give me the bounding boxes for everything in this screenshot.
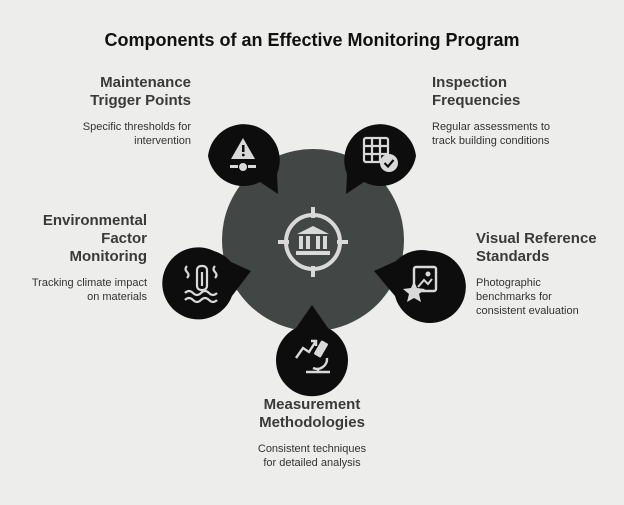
- calendar-check-icon: [362, 136, 398, 172]
- component-heading: Inspection Frequencies: [432, 74, 521, 109]
- component-heading: Environmental Factor Monitoring: [42, 212, 147, 265]
- component-maintenance-trigger-points: Maintenance Trigger Points Specific thre…: [21, 74, 191, 148]
- heat-waves-icon: [184, 264, 218, 304]
- hub-circle: [222, 149, 404, 331]
- component-description: Specific thresholds for intervention: [82, 121, 191, 147]
- node-environmental-factor-monitoring: [162, 247, 251, 320]
- node-maintenance-trigger-points: [208, 124, 280, 194]
- component-heading: Measurement Methodologies: [259, 396, 365, 431]
- component-description: Regular assessments to track building co…: [432, 121, 550, 147]
- component-heading: Maintenance Trigger Points: [90, 74, 191, 109]
- warning-signal-icon: [230, 138, 256, 171]
- node-visual-reference-standards: [374, 250, 466, 323]
- component-measurement-methodologies: Measurement Methodologies Consistent tec…: [212, 396, 412, 470]
- node-inspection-frequencies: [344, 124, 416, 194]
- node-measurement-methodologies: [276, 305, 348, 397]
- component-environmental-factor-monitoring: Environmental Factor Monitoring Tracking…: [7, 212, 147, 304]
- component-description: Tracking climate impact on materials: [31, 277, 147, 303]
- star-image-icon: [403, 265, 438, 302]
- microscope-icon: [295, 339, 330, 374]
- institution-target-icon: [278, 207, 348, 277]
- component-heading: Visual Reference Standards: [476, 230, 597, 265]
- component-visual-reference-standards: Visual Reference Standards Photographic …: [476, 230, 618, 318]
- diagram-title: Components of an Effective Monitoring Pr…: [104, 30, 520, 50]
- component-description: Photographic benchmarks for consistent e…: [476, 277, 579, 317]
- component-inspection-frequencies: Inspection Frequencies Regular assessmen…: [432, 74, 612, 148]
- component-description: Consistent techniques for detailed analy…: [257, 443, 367, 469]
